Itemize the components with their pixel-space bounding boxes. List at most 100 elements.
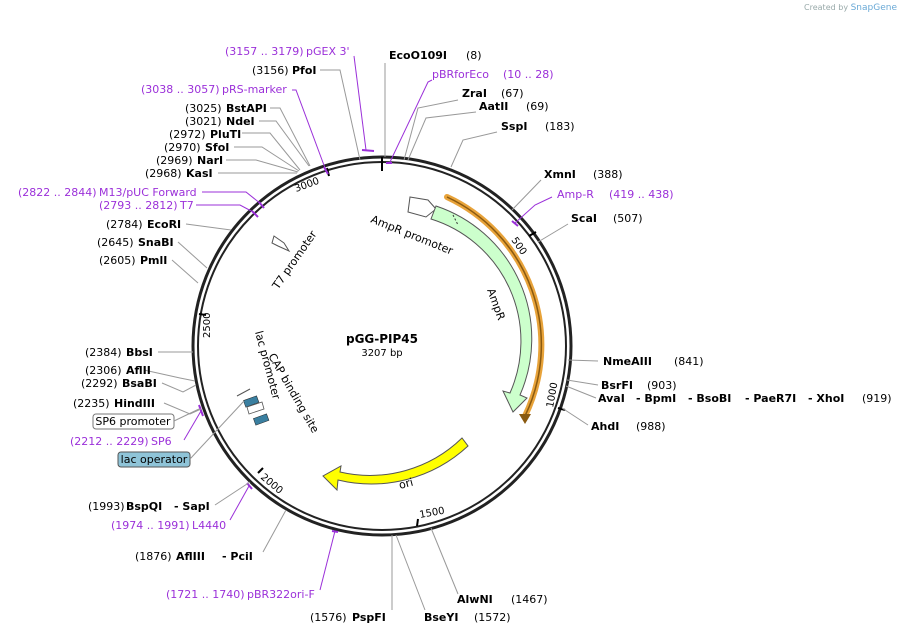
- enzyme-bstapi: BstAPI: [226, 102, 267, 115]
- enzyme-afliii: AflIII: [176, 550, 205, 563]
- enzyme-bspqi-pos: (1993): [88, 500, 125, 513]
- enzyme-sfoi: SfoI: [205, 141, 229, 154]
- primer-marks: [198, 149, 519, 533]
- leader-t7: [196, 204, 256, 214]
- lac-operator-block: [243, 395, 260, 408]
- primer-prs-marker-range: (3038 .. 3057): [141, 83, 220, 96]
- leader-bsrfi: [566, 379, 599, 386]
- enzyme-bpmi: - BpmI: [636, 392, 676, 405]
- enzyme-snabi-pos: (2645): [97, 236, 134, 249]
- enzyme-alwni-pos: (1467): [511, 593, 548, 606]
- enzyme-bsobi: - BsoBI: [688, 392, 731, 405]
- leader-zrai: [403, 99, 459, 161]
- leader-avai: [565, 385, 597, 399]
- enzyme-ahdi: AhdI: [591, 420, 619, 433]
- enzyme-ecoo109i: EcoO109I: [389, 49, 447, 62]
- enzyme-sfoi-pos: (2970): [164, 141, 201, 154]
- primer-mark-pgex3: [361, 149, 375, 152]
- enzyme-bsabi: BsaBI: [122, 377, 157, 390]
- enzyme-scai: ScaI: [571, 212, 597, 225]
- primer-amp-r-name: Amp-R: [557, 188, 594, 201]
- leader-amp-r: [514, 196, 553, 224]
- leader-nmeaiii: [567, 359, 599, 362]
- plasmid-name: pGG-PIP45: [346, 332, 418, 346]
- enzyme-alwni: AlwNI: [457, 593, 493, 606]
- enzyme-pfoi: PfoI: [292, 64, 317, 77]
- lac-operator-box: [117, 451, 191, 468]
- enzyme-bseyi-pos: (1572): [474, 611, 511, 624]
- enzyme-zrai-pos: (67): [501, 87, 524, 100]
- enzyme-scai-pos: (507): [613, 212, 643, 225]
- primer-sp6-range: (2212 .. 2229): [70, 435, 149, 448]
- leader-bseyi: [395, 534, 426, 611]
- enzyme-bbsi: BbsI: [126, 346, 153, 359]
- tick-label-1500: 1500: [419, 506, 446, 521]
- scale-ticks: [198, 167, 566, 527]
- enzyme-ahdi-pos: (988): [636, 420, 666, 433]
- enzyme-ecoo109i-pos: (8): [466, 49, 482, 62]
- enzyme-xmni: XmnI: [544, 168, 576, 181]
- sp6-promoter-box: [92, 413, 175, 430]
- enzyme-xmni-pos: (388): [593, 168, 623, 181]
- enzyme-pspfi-pos: (1576): [310, 611, 347, 624]
- enzyme-pluti: PluTI: [210, 128, 241, 141]
- enzyme-kasi: KasI: [186, 167, 213, 180]
- plasmid-length: 3207 bp: [361, 348, 402, 359]
- leader-pfoi: [320, 69, 361, 161]
- leader-sfoi: [234, 146, 300, 172]
- enzyme-bstapi-pos: (3025): [185, 102, 222, 115]
- cap-site-block: [253, 413, 270, 426]
- enzyme-bseyi: BseYI: [424, 611, 458, 624]
- leader-bstapi: [270, 107, 311, 167]
- leader-aatii: [407, 111, 477, 161]
- tick-mark-2500: [198, 313, 207, 316]
- primer-m13-range: (2822 .. 2844): [18, 186, 97, 199]
- leader-ecori: [185, 223, 232, 231]
- primer-pbrforeco-range: (10 .. 28): [503, 68, 554, 81]
- enzyme-aflii-pos: (2306): [85, 364, 122, 377]
- leader-l4440: [229, 485, 250, 521]
- enzyme-afliii-pos: (1876): [135, 550, 172, 563]
- primer-t7-range: (2793 .. 2812): [99, 199, 178, 212]
- ori-label: ori: [397, 476, 414, 492]
- snapgene-brand: Created by SnapGene: [804, 3, 897, 13]
- leader-pmli: [171, 259, 199, 284]
- enzyme-pspfi: PspFI: [352, 611, 386, 624]
- created-by-label: Created by: [804, 3, 849, 12]
- tick-label-2500: 2500: [202, 313, 213, 338]
- leader-bsabi: [161, 382, 197, 393]
- snapgene-logo-text: SnapGene: [850, 3, 897, 13]
- ampr-cds-label: AmpR: [484, 287, 508, 323]
- primer-leader-lines: [183, 55, 553, 591]
- leader-alwni: [430, 527, 459, 595]
- enzyme-ndei-pos: (3021): [185, 115, 222, 128]
- lac-operator-label: lac operator: [121, 453, 188, 466]
- enzyme-pcii: - PciI: [222, 550, 253, 563]
- enzyme-snabi: SnaBI: [138, 236, 174, 249]
- leader-ndei: [259, 120, 310, 167]
- enzyme-ecori-pos: (2784): [106, 218, 143, 231]
- leader-pgex3: [353, 55, 367, 151]
- leader-pluti: [242, 132, 301, 171]
- enzyme-zrai: ZraI: [462, 87, 487, 100]
- tick-mark-1500: [416, 518, 419, 527]
- primer-pbrforeco-name: pBRforEco: [432, 68, 489, 81]
- enzyme-hindiii-pos: (2235): [73, 397, 110, 410]
- enzyme-sspi-pos: (183): [545, 120, 575, 133]
- ampr-cds-dash: [452, 214, 459, 226]
- enzyme-aflii: AflII: [126, 364, 151, 377]
- primer-mark-amp-r: [511, 220, 519, 227]
- lac-promoter-arrow: [246, 401, 265, 415]
- t7-promoter-arrow: [271, 235, 291, 253]
- primer-l4440-name: L4440: [192, 519, 226, 532]
- enzyme-bsrfi: BsrFI: [601, 379, 633, 392]
- primer-pbr322ori-name: pBR322ori-F: [247, 588, 315, 601]
- leader-ahdi: [561, 407, 589, 426]
- ampr-cds-arrow: [430, 205, 533, 413]
- enzyme-nmeaiii: NmeAIII: [603, 355, 652, 368]
- enzyme-pmli: PmlI: [140, 254, 167, 267]
- enzyme-pluti-pos: (2972): [169, 128, 206, 141]
- leader-pbr322ori: [319, 530, 336, 591]
- enzyme-bsabi-pos: (2292): [81, 377, 118, 390]
- primer-pgex3-range: (3157 .. 3179): [225, 45, 304, 58]
